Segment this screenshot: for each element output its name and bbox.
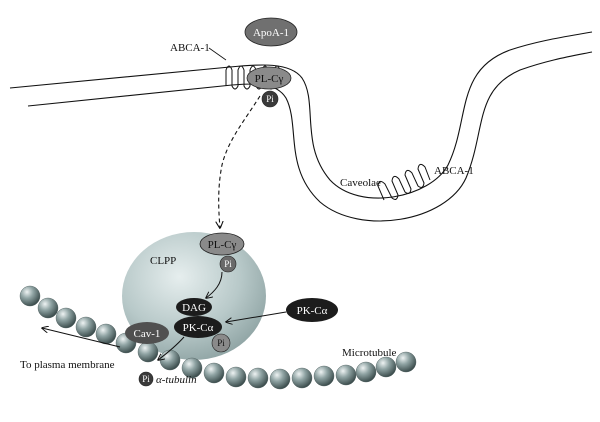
cav1-node: Cav-1 [125, 322, 169, 344]
tubulin-bead [355, 361, 377, 383]
pi-tubulin-label: Pi [142, 374, 150, 384]
alpha-tubulin-label: α-tubulin [156, 374, 197, 386]
pkca-bound-label: PK-Cα [183, 322, 214, 334]
plcg-top-node: PL-Cγ [246, 66, 292, 90]
microtubule-label: Microtubule [342, 347, 396, 359]
pkca-recruit-arrow [226, 311, 287, 322]
pi-clpp-node: Pi [219, 255, 237, 273]
pkca-to-tubulin-arrow [158, 336, 185, 360]
tubulin-bead [291, 367, 313, 389]
tubulin-bead [225, 366, 247, 388]
tubulin-bead [37, 297, 59, 319]
tubulin-bead [247, 367, 269, 389]
tubulin-bead [335, 364, 357, 386]
plasma-membrane [9, 31, 593, 222]
cav1-label: Cav-1 [134, 328, 161, 340]
to-plasma-membrane-label: To plasma membrane [20, 359, 115, 371]
tubulin-bead [159, 349, 181, 371]
tubulin-bead [137, 341, 159, 363]
tubulin-bead [395, 351, 417, 373]
tubulin-bead [55, 307, 77, 329]
pkca-free-label: PK-Cα [297, 305, 328, 317]
pi-tubulin-node: Pi [138, 371, 154, 387]
to-plasma-membrane-arrow [42, 328, 121, 348]
tubulin-bead [19, 285, 41, 307]
pi-top-node: Pi [261, 90, 279, 108]
tubulin-bead [181, 357, 203, 379]
pi-clpp-label: Pi [224, 259, 232, 269]
pi-top-label: Pi [266, 94, 274, 104]
abca1-top-leader [208, 47, 227, 61]
tubulin-bead [269, 368, 291, 390]
pi-pkca-node: Pi [211, 333, 231, 353]
tubulin-bead [203, 362, 225, 384]
clpp-label: CLPP [150, 255, 176, 267]
abca1-caveolae-transporter [377, 163, 431, 201]
apoa1-node: ApoA-1 [244, 17, 298, 47]
pi-pkca-label: Pi [217, 338, 225, 348]
tubulin-bead [95, 323, 117, 345]
plcg-top-label: PL-Cγ [255, 73, 284, 85]
translocation-dashed-arrow [219, 95, 261, 228]
microtubule [19, 285, 417, 390]
plcg-clpp-label: PL-Cγ [208, 239, 237, 251]
tubulin-bead [75, 316, 97, 338]
abca1-caveolae-label: ABCA-1 [434, 165, 474, 177]
abca1-top-label: ABCA-1 [170, 42, 210, 54]
tubulin-bead [375, 356, 397, 378]
apoa1-label: ApoA-1 [253, 27, 289, 39]
pkca-bound-node: PK-Cα [174, 316, 222, 338]
plcg-to-dag-arrow [206, 271, 223, 298]
tubulin-bead [313, 365, 335, 387]
pkca-free-node: PK-Cα [286, 298, 338, 322]
plcg-clpp-node: PL-Cγ [199, 232, 245, 256]
membrane-outer-line [9, 31, 593, 199]
membrane-inner-line [27, 51, 593, 222]
dag-label: DAG [182, 302, 206, 314]
dag-node: DAG [176, 298, 212, 316]
caveolae-label: Caveolae [340, 177, 381, 189]
